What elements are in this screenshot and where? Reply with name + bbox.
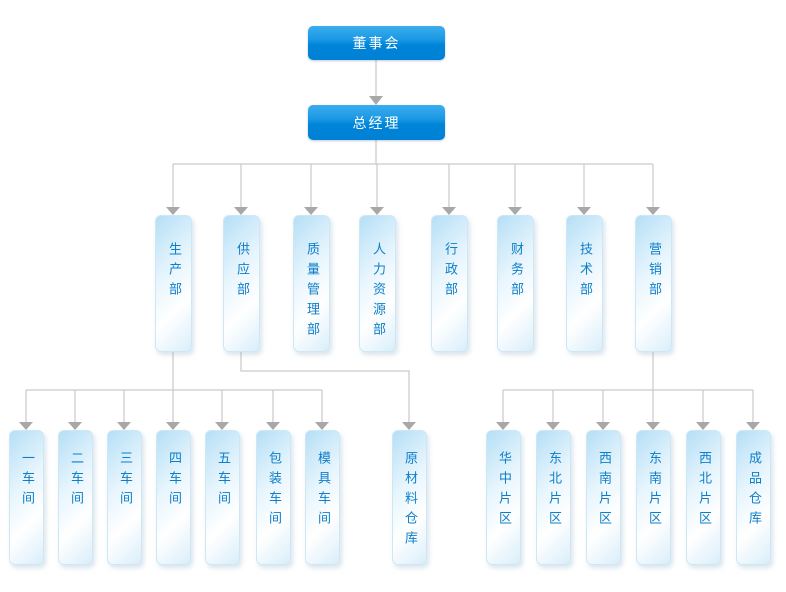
node-production-dept: 生产部 (155, 215, 192, 352)
arrow-down-icon (68, 422, 82, 430)
node-supply-dept-label: 供应部 (234, 242, 249, 302)
node-region-northeast-label: 东北片区 (546, 451, 561, 531)
node-workshop-3-label: 三车间 (117, 451, 132, 511)
arrow-down-icon (166, 422, 180, 430)
node-finance-dept: 财务部 (497, 215, 534, 352)
arrow-down-icon (19, 422, 33, 430)
node-general-manager-label: 总经理 (352, 115, 401, 132)
arrow-down-icon (304, 207, 318, 215)
node-region-southeast-label: 东南片区 (646, 451, 661, 531)
arrow-down-icon (496, 422, 510, 430)
node-tech-dept: 技术部 (566, 215, 603, 352)
node-mold-workshop: 模具车间 (305, 430, 340, 565)
arrow-down-icon (546, 422, 560, 430)
node-general-manager: 总经理 (308, 105, 445, 140)
arrow-down-icon (315, 422, 329, 430)
arrow-down-icon (370, 207, 384, 215)
node-region-southwest: 西南片区 (586, 430, 621, 565)
arrow-down-icon (402, 422, 416, 430)
node-packaging-workshop: 包装车间 (256, 430, 291, 565)
node-raw-material-warehouse-label: 原材料仓库 (402, 451, 417, 551)
arrow-down-icon (166, 207, 180, 215)
node-workshop-2: 二车间 (58, 430, 93, 565)
node-finished-goods-warehouse-label: 成品仓库 (746, 451, 761, 531)
node-workshop-5: 五车间 (205, 430, 240, 565)
node-board-label: 董事会 (352, 36, 401, 52)
arrow-down-icon (234, 207, 248, 215)
arrow-down-icon (369, 96, 383, 105)
connector-line (240, 352, 410, 423)
node-admin-dept-label: 行政部 (442, 242, 457, 302)
node-region-central-china-label: 华中片区 (496, 451, 511, 531)
arrow-down-icon (746, 422, 760, 430)
node-workshop-5-label: 五车间 (215, 451, 230, 511)
node-raw-material-warehouse: 原材料仓库 (392, 430, 427, 565)
node-region-northwest-label: 西北片区 (696, 451, 711, 531)
node-workshop-4-label: 四车间 (166, 451, 181, 511)
arrow-down-icon (696, 422, 710, 430)
node-admin-dept: 行政部 (431, 215, 468, 352)
node-marketing-dept: 营销部 (635, 215, 672, 352)
node-workshop-4: 四车间 (156, 430, 191, 565)
node-region-northeast: 东北片区 (536, 430, 571, 565)
arrow-down-icon (508, 207, 522, 215)
node-supply-dept: 供应部 (223, 215, 260, 352)
arrow-down-icon (646, 207, 660, 215)
node-marketing-dept-label: 营销部 (646, 242, 661, 302)
node-workshop-2-label: 二车间 (68, 451, 83, 511)
node-hr-dept-label: 人力资源部 (370, 242, 385, 342)
node-region-northwest: 西北片区 (686, 430, 721, 565)
node-tech-dept-label: 技术部 (577, 242, 592, 302)
node-quality-dept: 质量管理部 (293, 215, 330, 352)
node-finished-goods-warehouse: 成品仓库 (736, 430, 771, 565)
node-production-dept-label: 生产部 (166, 242, 181, 302)
node-finance-dept-label: 财务部 (508, 242, 523, 302)
arrow-down-icon (596, 422, 610, 430)
arrow-down-icon (266, 422, 280, 430)
node-region-southeast: 东南片区 (636, 430, 671, 565)
arrow-down-icon (117, 422, 131, 430)
arrow-down-icon (646, 422, 660, 430)
node-workshop-3: 三车间 (107, 430, 142, 565)
node-quality-dept-label: 质量管理部 (304, 242, 319, 342)
node-mold-workshop-label: 模具车间 (315, 451, 330, 531)
node-hr-dept: 人力资源部 (359, 215, 396, 352)
node-packaging-workshop-label: 包装车间 (266, 451, 281, 531)
node-workshop-1: 一车间 (9, 430, 44, 565)
node-board: 董事会 (308, 26, 445, 60)
arrow-down-icon (577, 207, 591, 215)
node-region-southwest-label: 西南片区 (596, 451, 611, 531)
node-workshop-1-label: 一车间 (19, 451, 34, 511)
arrow-down-icon (215, 422, 229, 430)
arrow-down-icon (442, 207, 456, 215)
node-region-central-china: 华中片区 (486, 430, 521, 565)
